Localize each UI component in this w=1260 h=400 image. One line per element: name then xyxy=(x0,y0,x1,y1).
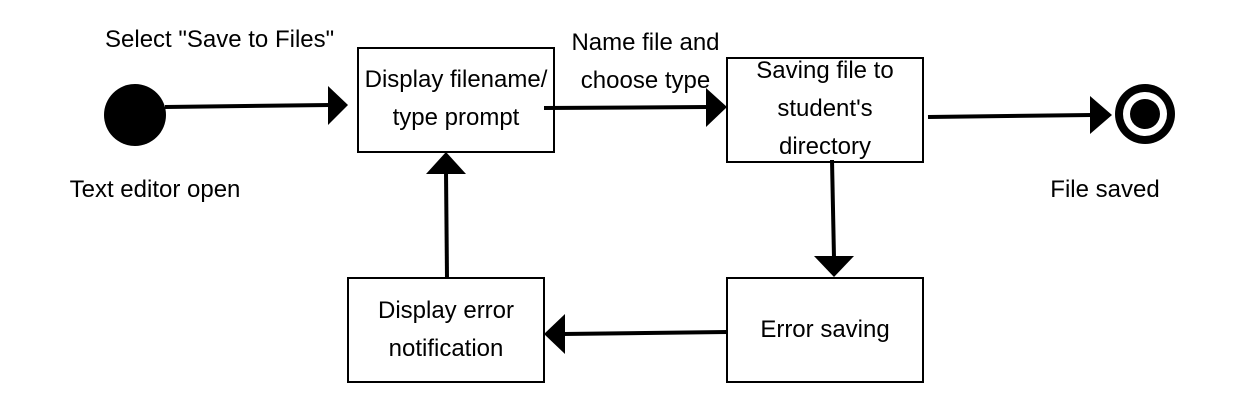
end-node-inner xyxy=(1130,99,1160,129)
arrowhead-saving-to-error xyxy=(814,256,854,277)
arrowhead-saving-to-end xyxy=(1090,96,1112,134)
arrowhead-start-to-prompt xyxy=(328,86,348,125)
state-box-saving-file xyxy=(726,57,924,163)
state-error-saving-text: Error saving xyxy=(760,316,890,343)
arrowhead-notification-to-prompt xyxy=(426,152,466,174)
transition-label-name-file: Name file and choose type xyxy=(571,29,720,94)
arrowhead-error-to-notification xyxy=(544,314,565,354)
arrow-start-to-prompt xyxy=(164,103,331,109)
transition-label-select-save: Select "Save to Files" xyxy=(105,26,335,53)
state-display-error-text: Display error notification xyxy=(377,297,515,362)
state-display-prompt-text: Display filename/ type prompt xyxy=(364,66,548,131)
arrowhead-prompt-to-saving xyxy=(706,88,727,127)
arrow-notification-to-prompt xyxy=(444,171,449,279)
state-box-display-prompt xyxy=(357,47,555,153)
state-saving-file-text: Saving file to student's directory xyxy=(756,57,894,160)
state-box-display-error xyxy=(347,277,545,383)
arrow-error-to-notification xyxy=(562,330,728,336)
start-node xyxy=(104,84,166,146)
end-node-label: File saved xyxy=(1050,176,1160,203)
arrow-saving-to-error xyxy=(830,159,836,259)
arrow-prompt-to-saving xyxy=(543,105,709,110)
arrow-saving-to-end xyxy=(927,113,1093,119)
start-node-label: Text editor open xyxy=(69,176,241,203)
state-box-error-saving xyxy=(726,277,924,383)
